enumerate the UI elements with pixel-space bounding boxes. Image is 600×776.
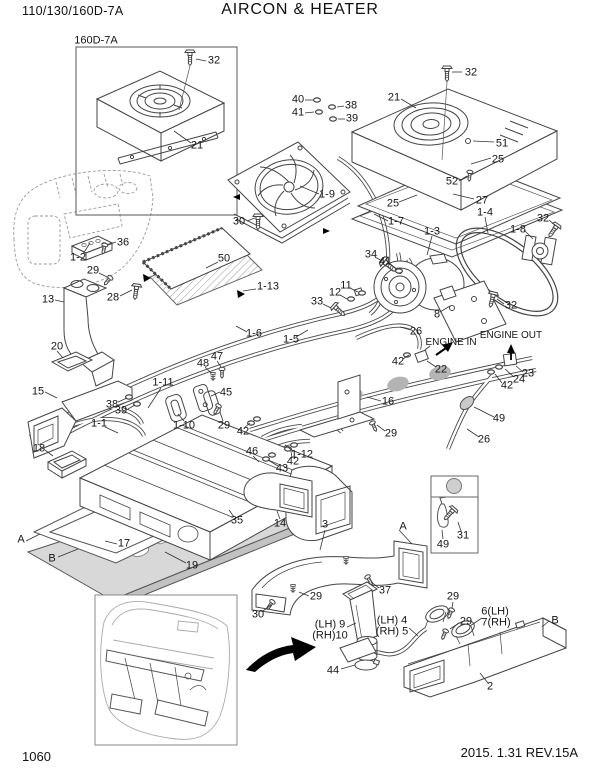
control-panel-1-2 <box>70 235 143 301</box>
variant-inset-box <box>75 46 238 216</box>
fan-shroud-1-9 <box>227 97 351 244</box>
flow-arrows <box>246 342 515 672</box>
gasket-20 <box>50 351 94 372</box>
installed-view-inset <box>94 594 238 746</box>
stud-51-icon <box>465 138 471 144</box>
washer-41b-icon <box>395 268 403 274</box>
duct-14 <box>243 472 313 518</box>
bolt-32b-icon <box>441 65 453 82</box>
filter-cover-50 <box>141 226 263 306</box>
vents-6-7 <box>339 605 475 663</box>
duct-15 <box>27 380 133 459</box>
cab-console-outline <box>13 170 154 288</box>
direction-arrow <box>246 637 316 672</box>
duct-3 <box>251 540 428 616</box>
oring-42d-icon <box>487 369 495 375</box>
screw-29c-icon <box>368 419 380 433</box>
engine-fittings <box>403 345 518 375</box>
fittings-11-12 <box>347 287 366 302</box>
bolt-32-icon <box>184 49 196 66</box>
clip-48-icon <box>210 372 216 382</box>
fitting-22-icon <box>414 345 431 364</box>
engine-out-arrow <box>507 344 515 360</box>
pipe-flange-group <box>165 366 226 423</box>
condenser-assy-21 <box>350 65 564 258</box>
hose-clamp-44-icon <box>354 658 381 671</box>
oring-24-icon <box>495 364 503 370</box>
hose-clamp-49 <box>459 395 475 411</box>
bolt-30-icon <box>252 213 264 230</box>
duct-2 <box>403 617 567 698</box>
bolt-28-icon <box>129 282 143 301</box>
revision-date: 2015. 1.31 REV.15A <box>460 745 578 760</box>
parts-box-49-31 <box>430 475 479 554</box>
duct-13 <box>62 278 115 387</box>
washer-40-icon <box>313 97 321 103</box>
washer-38-icon <box>328 104 336 110</box>
mount-bracket-16 <box>298 374 380 438</box>
washer-41-icon <box>315 109 323 115</box>
gasket-18 <box>46 450 88 479</box>
compressor-bracket-8 <box>433 280 507 343</box>
screw-29g-icon <box>438 627 450 641</box>
page-title: AIRCON & HEATER <box>221 1 379 18</box>
engine-in-arrow <box>435 342 453 356</box>
leader-lines <box>25 58 557 684</box>
washer-39-icon <box>329 116 337 122</box>
duct-elbow-4-5 <box>339 637 377 663</box>
screw-47-icon <box>218 366 226 379</box>
screw-29-icon <box>101 273 115 288</box>
model-number: 110/130/160D-7A <box>22 4 124 18</box>
belt-tensioner-1-8 <box>521 220 563 266</box>
condenser-unit-160d7a <box>95 70 226 165</box>
page-number: 1060 <box>22 749 51 764</box>
